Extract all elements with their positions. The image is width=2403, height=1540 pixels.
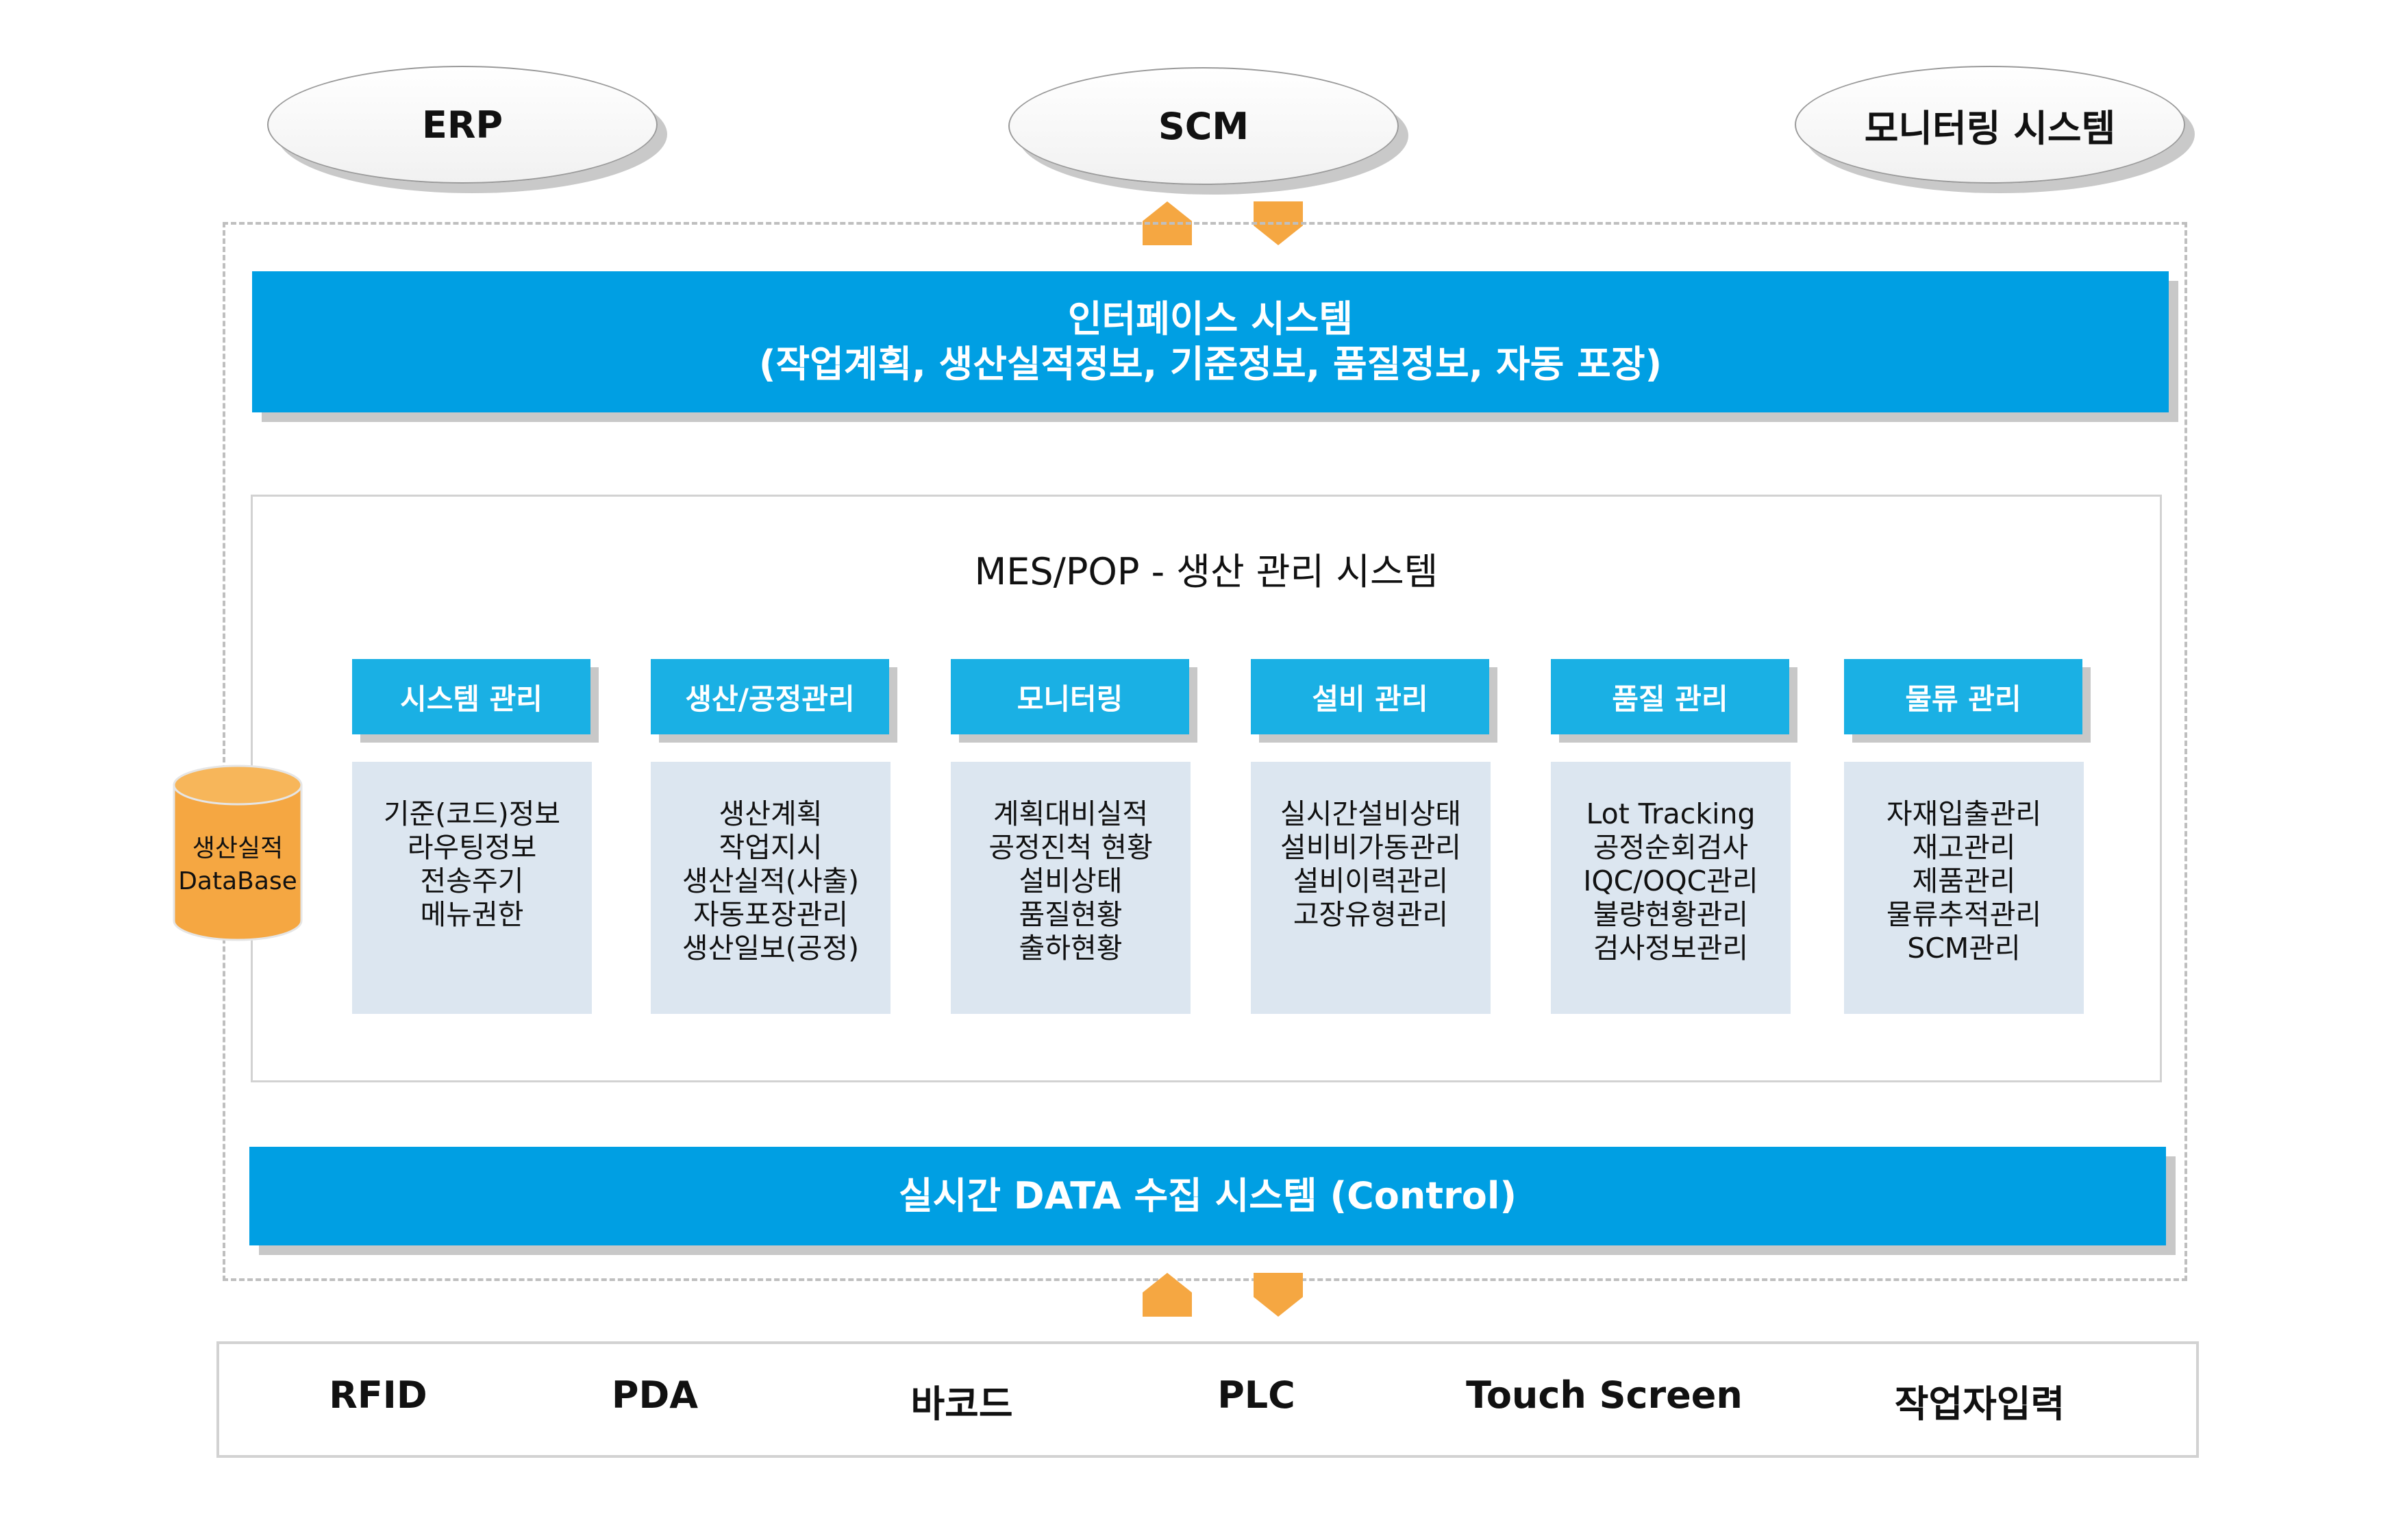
data-collection-bar: 실시간 DATA 수집 시스템 (Control) (249, 1147, 2166, 1245)
module-item: 설비비가동관리 (1280, 831, 1462, 864)
module-item: 제품관리 (1912, 865, 2016, 897)
database-label-line2: DataBase (178, 867, 297, 895)
device-worker-input: 작업자입력 (1894, 1382, 2065, 1426)
module-item: 작업지시 (719, 831, 823, 864)
module-item: 설비상태 (1019, 865, 1123, 897)
module-item: 자동포장관리 (693, 898, 849, 931)
module-item: 검사정보관리 (1593, 932, 1749, 965)
module-item: 생산계획 (719, 797, 823, 830)
module-item: 자재입출관리 (1886, 797, 2042, 830)
module-item: 생산실적(사출) (682, 865, 860, 897)
monitoring-system-ellipse: 모니터링 시스템 (1795, 66, 2185, 184)
module-body-production: 생산계획 작업지시 생산실적(사출) 자동포장관리 생산일보(공정) (651, 762, 891, 1014)
module-item: 공정진척 현황 (988, 831, 1153, 864)
interface-system-bar: 인터페이스 시스템 (작업계획, 생산실적정보, 기준정보, 품질정보, 자동 … (252, 271, 2169, 412)
module-header-quality: 품질 관리 (1551, 659, 1789, 734)
module-item: 품질현황 (1019, 898, 1123, 931)
module-header-monitoring: 모니터링 (951, 659, 1189, 734)
module-item: IQC/OQC관리 (1583, 865, 1758, 897)
module-item: 실시간설비상태 (1280, 797, 1462, 830)
module-title: 설비 관리 (1312, 682, 1428, 716)
module-title: 모니터링 (1017, 682, 1123, 716)
module-item: 메뉴권한 (420, 898, 524, 931)
module-item: 계획대비실적 (993, 797, 1149, 830)
database-icon: 생산실적 DataBase (173, 765, 303, 941)
module-title: 시스템 관리 (400, 682, 543, 716)
module-body-system: 기준(코드)정보 라우팅정보 전송주기 메뉴권한 (352, 762, 592, 1014)
module-header-equipment: 설비 관리 (1251, 659, 1489, 734)
mes-title: MES/POP - 생산 관리 시스템 (974, 550, 1439, 593)
module-body-logistics: 자재입출관리 재고관리 제품관리 물류추적관리 SCM관리 (1844, 762, 2084, 1014)
module-body-quality: Lot Tracking 공정순회검사 IQC/OQC관리 불량현황관리 검사정… (1551, 762, 1791, 1014)
module-item: 재고관리 (1912, 831, 2016, 864)
module-header-system: 시스템 관리 (352, 659, 590, 734)
database-label-line1: 생산실적 (192, 834, 283, 862)
device-rfid: RFID (329, 1374, 427, 1417)
system-boundary (223, 222, 2187, 1281)
module-item: SCM관리 (1907, 932, 2021, 965)
module-title: 품질 관리 (1612, 682, 1728, 716)
module-item: Lot Tracking (1586, 797, 1756, 830)
module-body-monitoring: 계획대비실적 공정진척 현황 설비상태 품질현황 출하현황 (951, 762, 1191, 1014)
module-body-equipment: 실시간설비상태 설비비가동관리 설비이력관리 고장유형관리 (1251, 762, 1491, 1014)
module-item: 생산일보(공정) (682, 932, 860, 965)
device-plc: PLC (1217, 1374, 1295, 1417)
module-item: 불량현황관리 (1593, 898, 1749, 931)
module-header-logistics: 물류 관리 (1844, 659, 2082, 734)
module-item: 전송주기 (420, 865, 524, 897)
device-pda: PDA (611, 1374, 699, 1417)
module-title: 생산/공정관리 (685, 682, 855, 716)
interface-subtitle: (작업계획, 생산실적정보, 기준정보, 품질정보, 자동 포장) (758, 343, 1663, 386)
collection-title: 실시간 DATA 수집 시스템 (Control) (898, 1174, 1517, 1217)
module-header-production: 생산/공정관리 (651, 659, 889, 734)
module-title: 물류 관리 (1905, 682, 2021, 716)
module-item: 출하현황 (1019, 932, 1123, 965)
monitoring-system-label: 모니터링 시스템 (1864, 106, 2116, 150)
erp-ellipse: ERP (267, 66, 658, 184)
device-touch-screen: Touch Screen (1466, 1374, 1743, 1417)
module-item: 설비이력관리 (1293, 865, 1449, 897)
scm-label: SCM (1158, 104, 1249, 148)
module-item: 공정순회검사 (1593, 831, 1749, 864)
scm-ellipse: SCM (1008, 67, 1399, 185)
down-arrow-icon (1254, 1273, 1303, 1317)
interface-title: 인터페이스 시스템 (1067, 297, 1354, 340)
module-item: 라우팅정보 (407, 831, 537, 864)
erp-label: ERP (421, 103, 503, 147)
device-barcode: 바코드 (910, 1382, 1013, 1426)
module-item: 기준(코드)정보 (383, 797, 561, 830)
module-item: 고장유형관리 (1293, 898, 1449, 931)
devices-box (216, 1341, 2199, 1458)
module-item: 물류추적관리 (1886, 898, 2042, 931)
